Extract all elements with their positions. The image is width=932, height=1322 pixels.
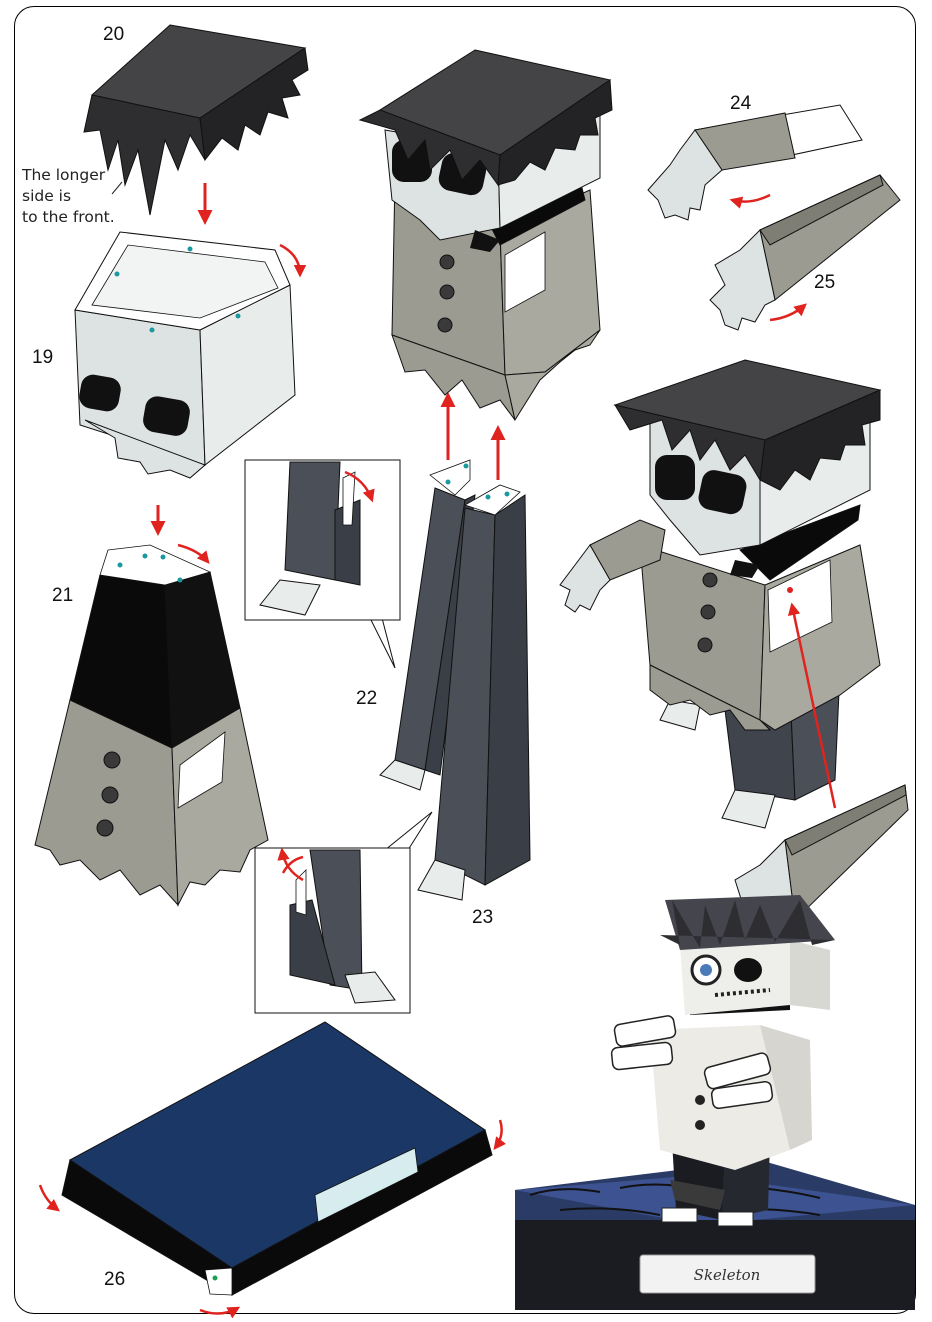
- step-21-body: [34, 543, 269, 907]
- step-number-21: 21: [52, 585, 74, 606]
- step-number-23: 23: [472, 907, 494, 928]
- step-25-arm: [709, 174, 901, 331]
- step-number-20: 20: [103, 24, 125, 45]
- note-line: to the front.: [22, 208, 115, 226]
- step-19-skull-box: [74, 231, 307, 479]
- step-20-hair-piece: [83, 24, 309, 216]
- glue-dot: [149, 327, 155, 333]
- finished-model-photo: Skeleton: [515, 895, 915, 1310]
- step-number-24: 24: [730, 93, 752, 114]
- page-border: [14, 6, 916, 1314]
- step-26-base: [38, 1021, 507, 1319]
- arrow-arm-attach: [787, 602, 837, 809]
- step-number-25: 25: [814, 272, 836, 293]
- note-line: side is: [22, 187, 72, 205]
- note-line: The longer: [22, 166, 106, 184]
- step-number-19: 19: [32, 347, 54, 368]
- callout-23-detail: [254, 811, 433, 1014]
- step-24-arm: [647, 104, 863, 221]
- nameplate-text: Skeleton: [694, 1266, 761, 1284]
- callout-22-detail: [244, 459, 401, 669]
- step-number-26: 26: [104, 1269, 126, 1290]
- glue-dot: [114, 271, 120, 277]
- right-assembled-figure: [559, 359, 882, 829]
- step-number-22: 22: [356, 688, 378, 709]
- front-side-note: The longer side is to the front.: [22, 165, 142, 228]
- glue-dot: [187, 246, 193, 252]
- center-assembled-figure: [358, 49, 613, 422]
- glue-dot: [235, 313, 241, 319]
- step-22-23-legs: [379, 459, 531, 901]
